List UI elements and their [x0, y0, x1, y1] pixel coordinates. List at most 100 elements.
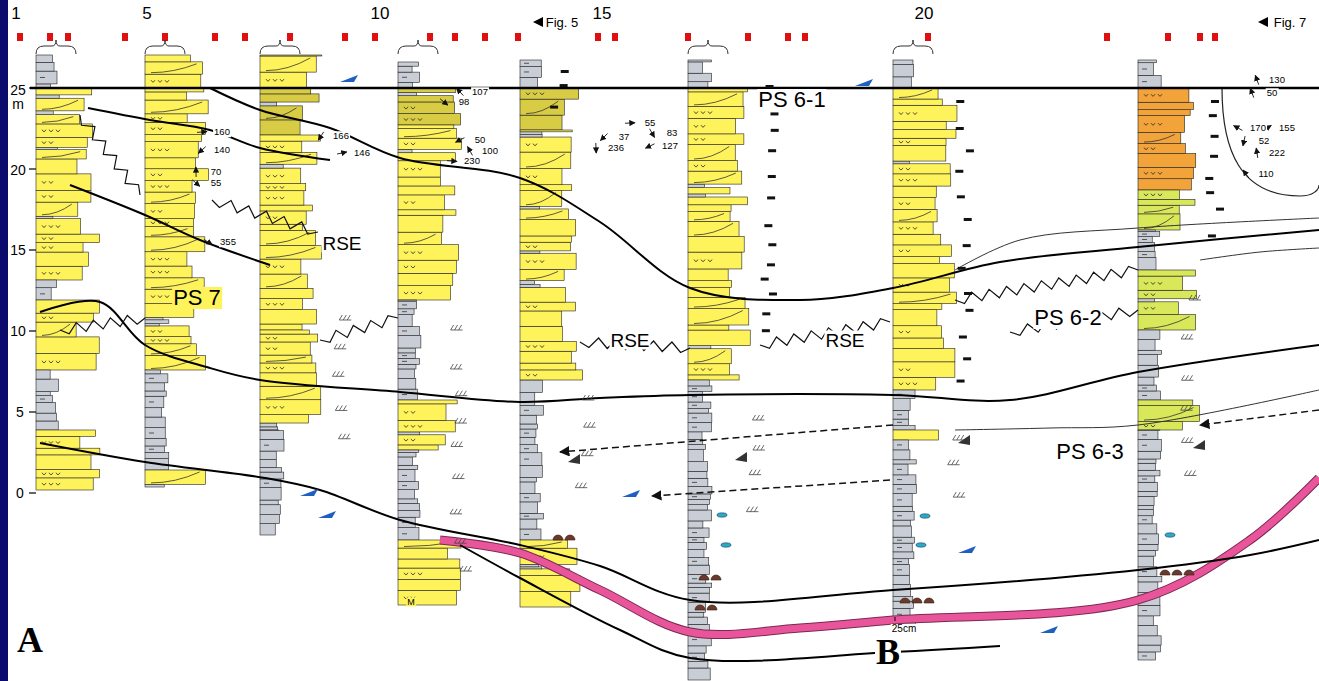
bed	[398, 452, 416, 456]
sedimentary-structure	[906, 141, 910, 143]
sedimentary-structure	[266, 186, 270, 188]
bed	[398, 568, 461, 579]
location-dash	[785, 33, 791, 41]
bed	[520, 191, 562, 207]
sedimentary-structure	[411, 143, 415, 145]
bed	[688, 134, 744, 145]
nodule-symbol	[717, 513, 727, 517]
sedimentary-structure	[701, 368, 705, 370]
ammonite-symbol	[912, 598, 922, 603]
bed	[688, 73, 712, 82]
plant-debris-symbol	[332, 371, 344, 376]
sedimentary-structure	[1142, 519, 1147, 520]
bed	[260, 310, 317, 324]
sedimentary-structure	[151, 330, 155, 332]
bed	[893, 520, 910, 526]
sedimentary-structure	[149, 401, 154, 402]
paleocurrent-arrow	[1243, 136, 1245, 146]
sedimentary-structure	[1144, 425, 1148, 427]
bed	[36, 353, 96, 370]
sedimentary-structure	[897, 547, 902, 548]
trace-fossil-bar	[956, 100, 964, 103]
bed	[145, 320, 169, 324]
bed	[145, 374, 168, 383]
sedimentary-structure	[418, 292, 422, 294]
bed	[520, 88, 579, 99]
figure-reference: Fig. 7	[1273, 16, 1308, 29]
bed	[688, 494, 710, 500]
paleocurrent-arrow	[595, 143, 596, 153]
column-brace	[145, 40, 185, 54]
dark-wedge-symbol	[1193, 440, 1205, 450]
bed	[1138, 314, 1195, 330]
bed	[893, 174, 951, 186]
bed	[520, 513, 543, 519]
scale-number: 5	[15, 405, 25, 419]
bed	[893, 399, 910, 411]
bed	[36, 337, 99, 354]
paleocurrent-arrow	[468, 147, 473, 156]
sedimentary-structure	[280, 197, 284, 199]
bed	[398, 195, 445, 210]
bed	[520, 287, 565, 302]
bed	[36, 159, 77, 174]
sedimentary-structure	[694, 223, 733, 235]
paleocurrent-arrow	[650, 129, 655, 138]
sedimentary-structure	[1142, 539, 1147, 540]
sedimentary-structure	[913, 227, 917, 229]
paleocurrent-value: 50	[474, 135, 487, 145]
bed	[893, 161, 910, 164]
blue-wedge-symbol	[318, 511, 336, 518]
sedimentary-structure	[402, 475, 407, 476]
sedimentary-structure	[1142, 610, 1147, 611]
correlation-surfaces	[40, 88, 1319, 661]
panel-letter: B	[875, 634, 901, 670]
sedimentary-structure	[280, 146, 284, 148]
bed	[398, 548, 448, 559]
bed	[688, 380, 709, 386]
bed	[145, 74, 201, 88]
sedimentary-structure	[158, 117, 162, 119]
sedimentary-structure	[273, 337, 277, 339]
ammonite-symbol	[711, 575, 721, 580]
sedimentary-structure	[708, 368, 712, 370]
sedimentary-structure	[266, 79, 270, 81]
sedimentary-structure	[151, 185, 155, 187]
bed	[1138, 576, 1162, 581]
figure-reference: Fig. 5	[545, 16, 580, 29]
bed	[398, 528, 419, 540]
plant-debris-symbol	[453, 474, 465, 479]
bed	[398, 559, 460, 568]
bed	[1138, 385, 1156, 391]
bed	[398, 315, 412, 327]
location-dash	[685, 33, 691, 41]
ravinement-surfaces	[60, 115, 1138, 352]
bed	[520, 415, 537, 424]
sedimentary-structure	[158, 185, 162, 187]
bed	[520, 465, 542, 477]
bed	[398, 465, 418, 469]
sedimentary-structure	[694, 311, 743, 324]
bed	[688, 62, 702, 73]
dark-wedges	[568, 435, 1205, 464]
sedimentary-structure	[42, 324, 70, 335]
sedimentary-structure	[897, 499, 902, 500]
bed	[688, 499, 710, 504]
bed	[520, 67, 541, 78]
sedimentary-structure	[404, 201, 408, 203]
sedimentary-structure	[273, 217, 277, 219]
sedimentary-structure	[56, 441, 60, 443]
bed	[1138, 616, 1153, 626]
plant-debris-symbol	[584, 422, 596, 427]
plant-debris-symbol	[334, 344, 346, 349]
bed	[893, 105, 957, 121]
plant-debris-symbol	[338, 434, 350, 439]
sequence-label: PS 6-3	[1055, 441, 1124, 463]
sedimentary-structure	[165, 258, 169, 260]
plant-debris-symbol	[450, 364, 462, 369]
bed	[145, 252, 187, 266]
bed	[260, 468, 282, 473]
trace-symbols	[550, 70, 1224, 383]
